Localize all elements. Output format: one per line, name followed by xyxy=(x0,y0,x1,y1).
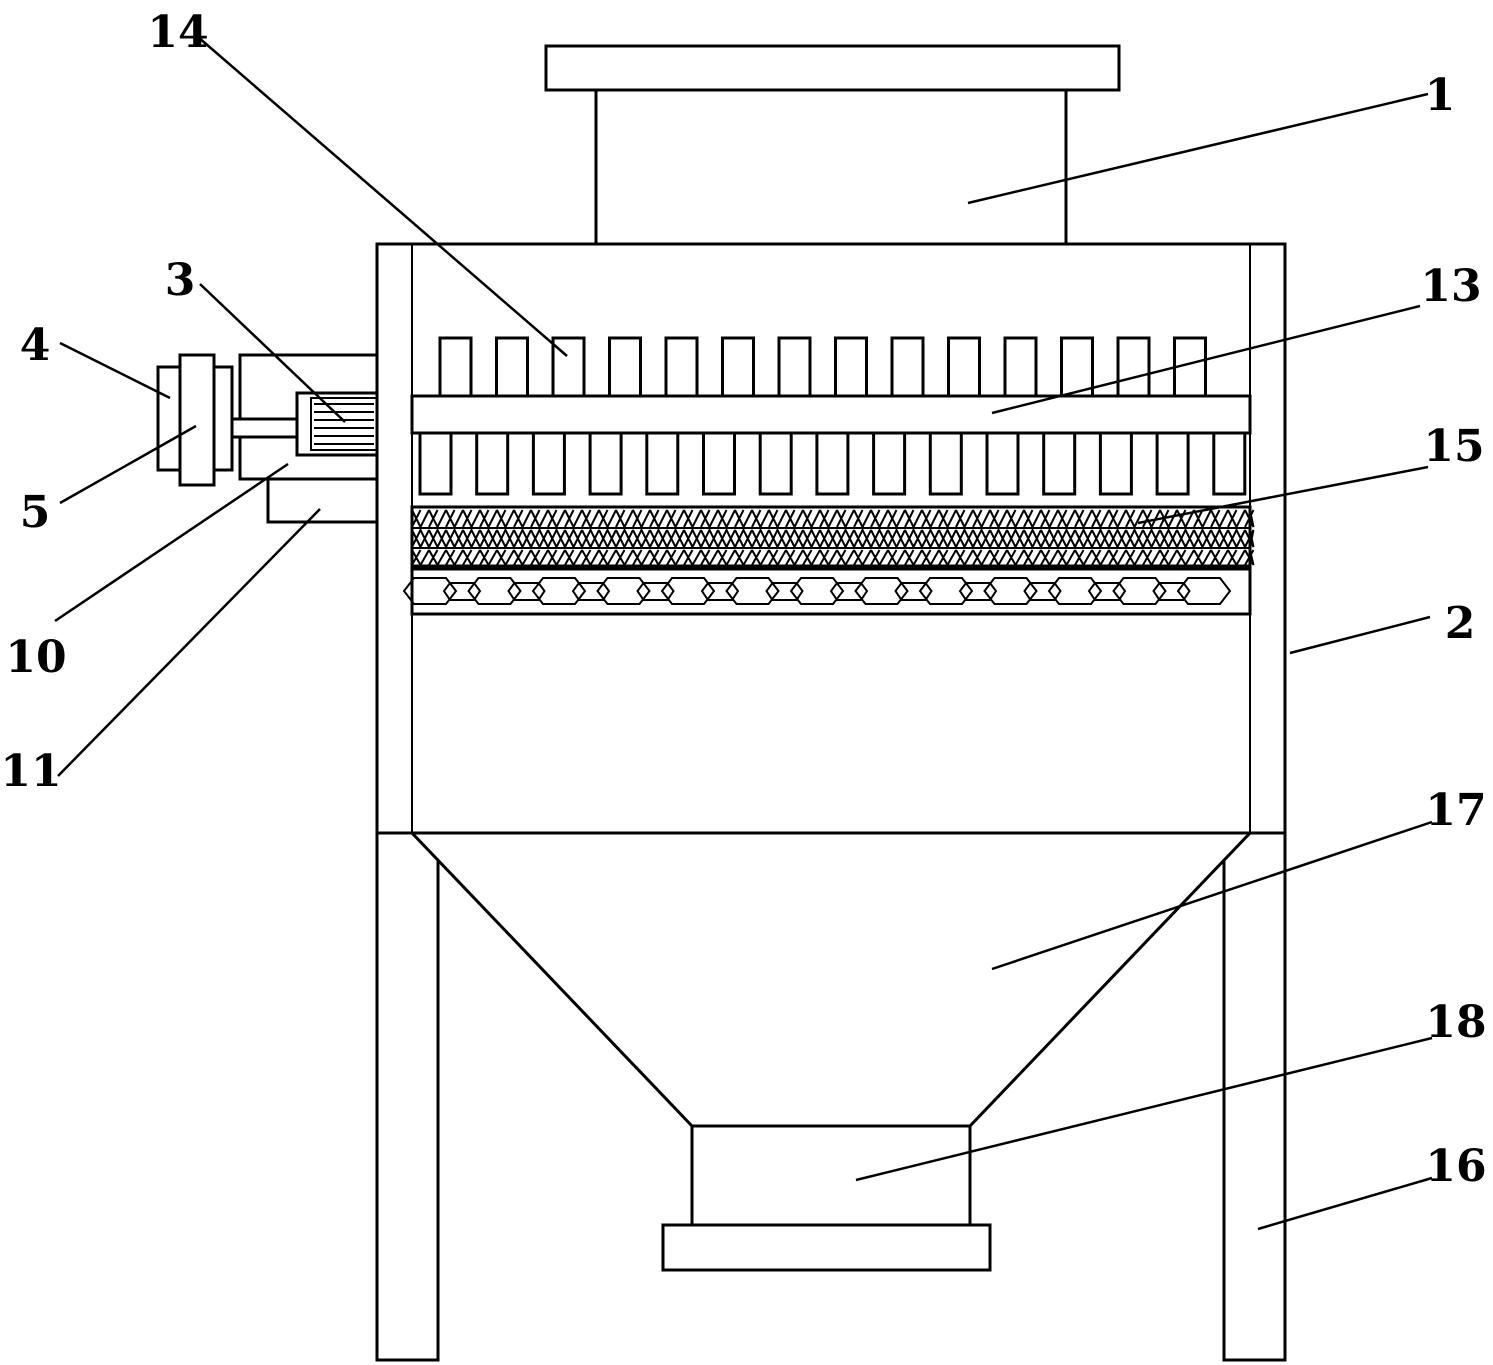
label-hopper: 17 xyxy=(1425,785,1486,836)
label-legs: 16 xyxy=(1425,1141,1486,1192)
hopper xyxy=(408,831,1254,1128)
filter-screens xyxy=(402,505,1255,616)
motor-cap xyxy=(156,365,182,472)
leader-lines xyxy=(54,36,1433,1231)
tooth-lower xyxy=(815,431,850,496)
screen-cell xyxy=(402,577,458,605)
tooth-lower xyxy=(475,431,510,496)
tooth-upper xyxy=(1116,336,1151,398)
label-rotating-shaft: 13 xyxy=(1420,261,1481,312)
part-labels: 1 2 3 4 5 10 11 13 14 15 16 17 18 xyxy=(0,7,1486,1192)
tooth-upper xyxy=(438,336,473,398)
tooth-lower xyxy=(702,431,736,496)
tooth-upper xyxy=(721,336,755,398)
tooth-upper xyxy=(834,336,868,398)
label-support-block: 11 xyxy=(0,746,61,797)
crushing-teeth-lower xyxy=(418,431,1247,496)
coupling-inner xyxy=(310,397,378,451)
screen-cell xyxy=(1047,577,1103,605)
tooth-lower xyxy=(1098,431,1133,496)
inlet-pipe xyxy=(544,44,1121,246)
tooth-upper xyxy=(1003,336,1038,398)
tooth-upper xyxy=(1060,336,1094,398)
support-block-11 xyxy=(266,477,379,524)
label-motor: 4 xyxy=(20,320,51,371)
tooth-lower xyxy=(985,431,1020,496)
screen-cell xyxy=(725,577,780,605)
screen-cell xyxy=(531,577,587,605)
screen-cell xyxy=(467,577,522,605)
tooth-upper xyxy=(890,336,925,398)
label-teeth: 14 xyxy=(147,7,208,58)
tooth-upper xyxy=(777,336,812,398)
tooth-upper xyxy=(608,336,642,398)
tooth-lower xyxy=(1155,431,1190,496)
tooth-upper xyxy=(664,336,699,398)
tooth-lower xyxy=(872,431,907,496)
label-outlet: 18 xyxy=(1425,997,1486,1048)
filter-screen-lower xyxy=(402,577,1232,605)
screen-cell xyxy=(1176,577,1232,605)
screen-cell xyxy=(789,577,845,605)
label-motor-shaft: 5 xyxy=(20,487,51,538)
tooth-lower xyxy=(588,431,623,496)
label-bearing-seat: 10 xyxy=(5,632,66,683)
screen-cell xyxy=(918,577,974,605)
screen-cell xyxy=(596,577,651,605)
tooth-lower xyxy=(1042,431,1077,496)
label-inlet: 1 xyxy=(1425,70,1456,121)
crushing-teeth-upper xyxy=(438,336,1207,398)
screen-cell xyxy=(1112,577,1167,605)
legs xyxy=(375,831,1287,1362)
screen-cell xyxy=(854,577,909,605)
tooth-lower xyxy=(531,431,566,496)
motor-shaft-5 xyxy=(230,417,299,439)
tooth-lower xyxy=(758,431,793,496)
screen-cell xyxy=(983,577,1038,605)
motor-flange xyxy=(212,365,234,472)
motor-4 xyxy=(178,353,216,487)
tooth-upper xyxy=(495,336,529,398)
label-filter-screens: 15 xyxy=(1423,421,1484,472)
label-housing: 2 xyxy=(1445,598,1476,649)
rotating-shaft xyxy=(410,394,1252,435)
tooth-lower xyxy=(1212,431,1247,496)
drive-assembly xyxy=(156,353,379,524)
label-coupling: 3 xyxy=(165,255,196,306)
tooth-lower xyxy=(418,431,453,496)
tooth-lower xyxy=(645,431,680,496)
outlet xyxy=(661,1124,992,1272)
tooth-upper xyxy=(947,336,981,398)
screen-cell xyxy=(660,577,716,605)
coupling-ribs xyxy=(310,397,378,451)
tooth-lower xyxy=(928,431,963,496)
coupling-3 xyxy=(295,391,379,457)
